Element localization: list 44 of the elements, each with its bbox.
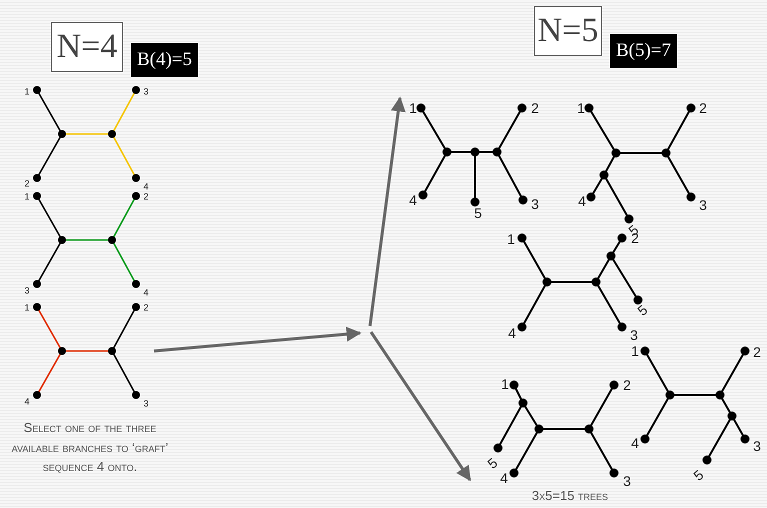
leaf-number: 1 <box>409 101 417 115</box>
leaf-number: 4 <box>144 182 148 192</box>
leaf-number: 1 <box>24 192 30 202</box>
leaf-number: 2 <box>24 180 30 188</box>
leaf-number: 2 <box>753 345 761 359</box>
leaf-number: 2 <box>699 101 707 115</box>
leaf-number: 1 <box>24 88 30 96</box>
arrow <box>368 96 406 326</box>
leaf-number: 2 <box>623 378 631 392</box>
leaf-number: 2 <box>144 192 148 202</box>
leaf-number: 5 <box>634 302 650 318</box>
leaf-number: 4 <box>24 398 30 406</box>
instruction-text: Select one of the three available branches to ‘graft’ sequence 4 onto. <box>10 419 170 476</box>
leaf-number: 1 <box>577 101 585 115</box>
leaf-number: 3 <box>753 439 761 453</box>
leaf-number: 3 <box>630 328 638 342</box>
leaf-number: 5 <box>484 455 500 471</box>
leaf-number: 1 <box>507 232 515 246</box>
arrow <box>154 326 362 352</box>
leaf-number: 1 <box>631 344 639 358</box>
tree-count-text: 3x5=15 trees <box>530 488 610 504</box>
leaf-number: 4 <box>508 326 516 340</box>
leaf-number: 1 <box>501 377 509 391</box>
leaf-number: 4 <box>578 194 586 208</box>
leaf-number: 3 <box>144 88 148 96</box>
count-badge: B(4)=5 <box>131 43 198 77</box>
leaf-number: 3 <box>699 198 707 212</box>
leaf-number: 1 <box>24 304 30 312</box>
leaf-number: 3 <box>623 474 631 488</box>
leaf-number: 3 <box>24 286 30 296</box>
leaf-number: 3 <box>144 400 148 408</box>
arrow <box>370 331 472 482</box>
leaf-number: 4 <box>631 436 639 450</box>
leaf-number: 3 <box>531 197 539 211</box>
leaf-number: 2 <box>531 101 539 115</box>
title-box: N=5 <box>534 6 602 56</box>
leaf-number: 4 <box>409 193 417 207</box>
leaf-number: 4 <box>500 471 508 485</box>
leaf-number: 5 <box>690 467 706 483</box>
leaf-number: 4 <box>144 288 148 298</box>
leaf-number: 2 <box>144 304 148 312</box>
title-box: N=4 <box>51 22 123 72</box>
leaf-number: 5 <box>474 206 482 220</box>
count-badge: B(5)=7 <box>610 34 677 68</box>
